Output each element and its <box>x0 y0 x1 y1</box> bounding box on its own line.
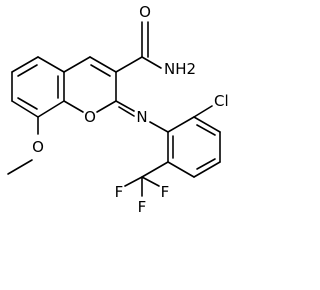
bond <box>17 97 38 110</box>
bond <box>124 176 143 187</box>
atom-label-ring-oxygen: O <box>84 108 96 126</box>
atom-label-fluorine-top: F <box>161 183 170 201</box>
bond <box>115 56 143 73</box>
structure-canvas: O NH2 O N Cl O F F F <box>7 3 229 216</box>
bond <box>167 161 195 178</box>
bond <box>89 56 117 73</box>
bond <box>193 116 221 133</box>
atom-label-fluorine-bottom: F <box>138 198 147 216</box>
bond <box>63 56 91 73</box>
bond <box>167 116 195 133</box>
bond <box>7 159 33 175</box>
bond <box>141 161 169 178</box>
atom-label-imine-nitrogen: N <box>136 108 147 126</box>
bond <box>141 56 162 69</box>
bond <box>63 100 84 113</box>
atom-label-chlorine: Cl <box>214 92 229 110</box>
bond <box>90 64 111 77</box>
chemical-structure-diagram: O NH2 O N Cl O F F F <box>7 3 229 216</box>
bond <box>17 64 38 77</box>
bond <box>115 100 135 112</box>
bond <box>193 105 213 118</box>
atom-label-methoxy-oxygen: O <box>32 138 44 156</box>
bond <box>11 56 39 73</box>
bond <box>196 158 216 170</box>
bond <box>11 100 39 118</box>
bond <box>118 106 135 117</box>
bond <box>141 176 160 187</box>
bond <box>37 100 65 118</box>
bond <box>37 56 65 73</box>
bond <box>96 100 117 113</box>
bond <box>193 161 221 178</box>
atom-label-amine: NH2 <box>164 60 196 78</box>
atom-label-carbonyl-oxygen: O <box>139 3 151 21</box>
bond <box>149 121 169 133</box>
bond <box>196 124 216 136</box>
atom-label-fluorine-left: F <box>115 183 124 201</box>
